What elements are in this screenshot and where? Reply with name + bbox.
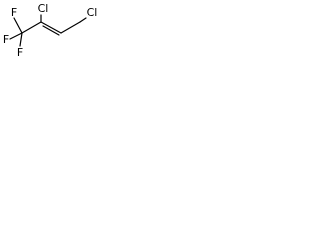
atom-label-f-bottom: F xyxy=(17,46,23,59)
bond-c1-c2 xyxy=(21,21,42,34)
chemical-structure-diagram: Cl Cl F F F xyxy=(3,2,98,59)
atom-label-f-top: F xyxy=(11,6,17,19)
bond-c2-c3-inner xyxy=(42,25,60,36)
bond-c2-c3-outer xyxy=(40,21,62,34)
atom-label-cl-right: Cl xyxy=(87,6,98,19)
atom-label-cl-upper: Cl xyxy=(38,2,49,15)
bond-c1-f-bottom xyxy=(19,32,23,47)
bond-c1-f-left xyxy=(9,32,23,40)
bond-c3-c4 xyxy=(60,21,81,34)
bond-c4-cl xyxy=(79,17,87,23)
bond-c1-f-top xyxy=(13,17,23,34)
atom-label-f-left: F xyxy=(3,33,9,46)
